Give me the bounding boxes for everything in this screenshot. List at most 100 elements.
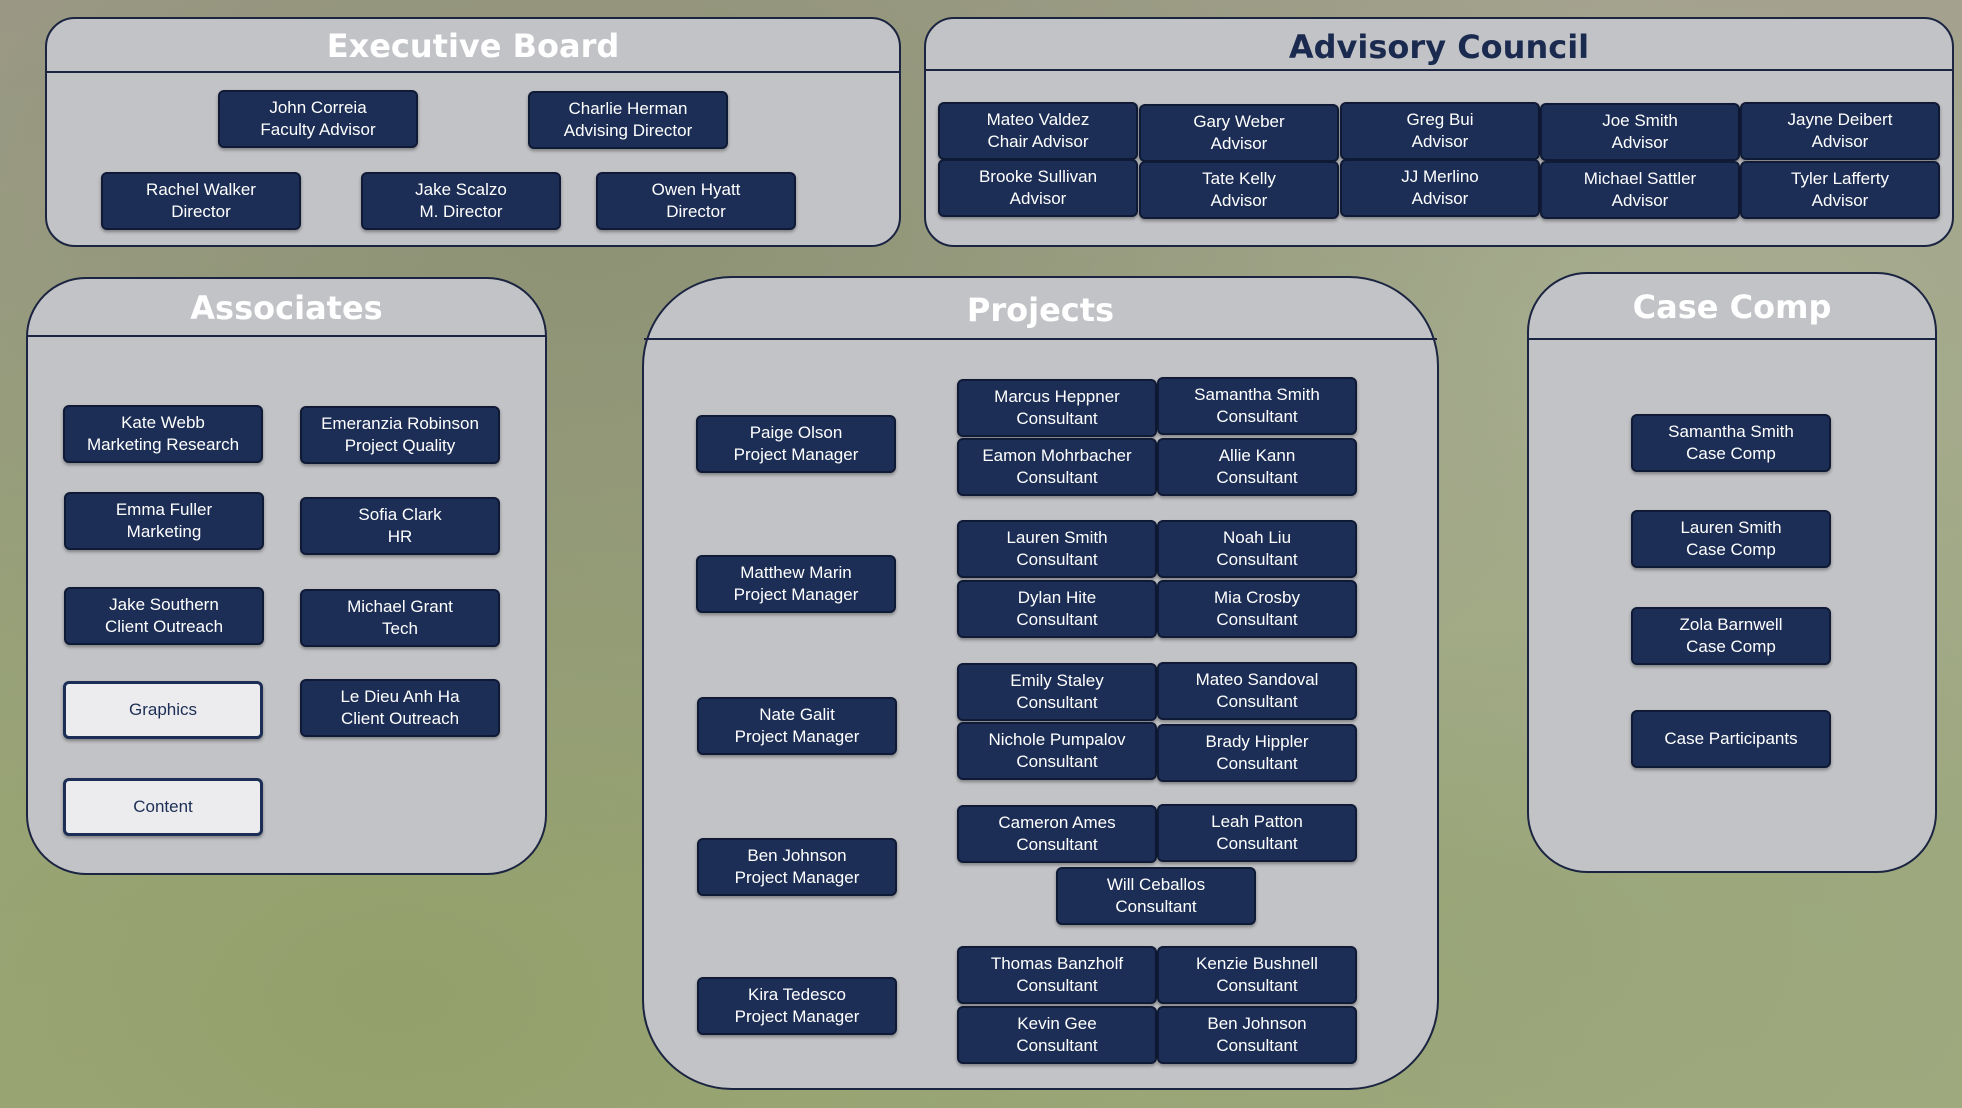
member-name: Will Ceballos <box>1106 875 1206 894</box>
member-name: Tyler Lafferty <box>1791 169 1889 188</box>
member-role: Project Manager <box>734 727 860 746</box>
member-role: Consultant <box>1016 693 1098 712</box>
member-name: Leah Patton <box>1211 812 1303 831</box>
member-card[interactable]: Greg Bui Advisor <box>1340 102 1540 160</box>
member-name: Paige Olson <box>749 423 843 442</box>
case-participants-card[interactable]: Case Participants <box>1631 710 1831 768</box>
member-role: Consultant <box>1216 976 1298 995</box>
consultant-card[interactable]: Cameron Ames Consultant <box>957 805 1157 863</box>
member-name: Samantha Smith <box>1194 385 1320 404</box>
member-name: Eamon Mohrbacher <box>982 446 1132 465</box>
member-card[interactable]: Rachel Walker Director <box>101 172 301 230</box>
member-card[interactable]: Samantha Smith Case Comp <box>1631 414 1831 472</box>
member-role: Client Outreach <box>340 709 460 728</box>
member-name: Nate Galit <box>759 705 835 724</box>
member-card[interactable]: Jayne Deibert Advisor <box>1740 102 1940 160</box>
member-name: Lauren Smith <box>1680 518 1782 537</box>
member-card[interactable]: Gary Weber Advisor <box>1139 104 1339 162</box>
member-card[interactable]: Zola Barnwell Case Comp <box>1631 607 1831 665</box>
member-name: Ben Johnson <box>747 846 847 865</box>
member-name: Joe Smith <box>1602 111 1678 130</box>
project-manager-card[interactable]: Kira Tedesco Project Manager <box>697 977 897 1035</box>
member-role: Director <box>171 202 231 221</box>
content-card[interactable]: Content <box>63 778 263 836</box>
member-card[interactable]: Jake Scalzo M. Director <box>361 172 561 230</box>
member-role: Consultant <box>1216 692 1298 711</box>
member-name: John Correia <box>269 98 367 117</box>
member-card[interactable]: Michael Grant Tech <box>300 589 500 647</box>
member-role: Project Manager <box>734 868 860 887</box>
member-card[interactable]: Emma Fuller Marketing <box>64 492 264 550</box>
case-comp-panel: Case Comp Samantha Smith Case Comp Laure… <box>1527 272 1937 873</box>
project-manager-card[interactable]: Nate Galit Project Manager <box>697 697 897 755</box>
member-card[interactable]: Tate Kelly Advisor <box>1139 161 1339 219</box>
member-name: Nichole Pumpalov <box>988 730 1126 749</box>
member-card[interactable]: JJ Merlino Advisor <box>1340 159 1540 217</box>
consultant-card[interactable]: Lauren Smith Consultant <box>957 520 1157 578</box>
member-card[interactable]: Mateo Valdez Chair Advisor <box>938 102 1138 160</box>
member-name: Kevin Gee <box>1017 1014 1097 1033</box>
consultant-card[interactable]: Leah Patton Consultant <box>1157 804 1357 862</box>
member-role: Consultant <box>1216 407 1298 426</box>
member-card[interactable]: Lauren Smith Case Comp <box>1631 510 1831 568</box>
consultant-card[interactable]: Brady Hippler Consultant <box>1157 724 1357 782</box>
consultant-card[interactable]: Eamon Mohrbacher Consultant <box>957 438 1157 496</box>
executive-board-title: Executive Board <box>47 19 899 73</box>
member-card[interactable]: Sofia Clark HR <box>300 497 500 555</box>
member-role: Advisor <box>1611 191 1669 210</box>
member-name: Emeranzia Robinson <box>321 414 479 433</box>
member-role: Consultant <box>1216 834 1298 853</box>
consultant-card[interactable]: Mateo Sandoval Consultant <box>1157 662 1357 720</box>
consultant-card[interactable]: Will Ceballos Consultant <box>1056 867 1256 925</box>
member-role: Case Comp <box>1686 540 1776 559</box>
consultant-card[interactable]: Noah Liu Consultant <box>1157 520 1357 578</box>
consultant-card[interactable]: Nichole Pumpalov Consultant <box>957 722 1157 780</box>
member-card[interactable]: Charlie Herman Advising Director <box>528 91 728 149</box>
consultant-card[interactable]: Thomas Banzholf Consultant <box>957 946 1157 1004</box>
graphics-card[interactable]: Graphics <box>63 681 263 739</box>
member-name: Jake Southern <box>109 595 219 614</box>
member-card[interactable]: John Correia Faculty Advisor <box>218 90 418 148</box>
project-manager-card[interactable]: Paige Olson Project Manager <box>696 415 896 473</box>
consultant-card[interactable]: Ben Johnson Consultant <box>1157 1006 1357 1064</box>
member-card[interactable]: Owen Hyatt Director <box>596 172 796 230</box>
member-name: Zola Barnwell <box>1679 615 1783 634</box>
consultant-card[interactable]: Kevin Gee Consultant <box>957 1006 1157 1064</box>
member-name: Mateo Sandoval <box>1195 670 1319 689</box>
consultant-card[interactable]: Emily Staley Consultant <box>957 663 1157 721</box>
consultant-card[interactable]: Dylan Hite Consultant <box>957 580 1157 638</box>
member-name: Thomas Banzholf <box>990 954 1124 973</box>
member-name: Marcus Heppner <box>994 387 1120 406</box>
consultant-card[interactable]: Mia Crosby Consultant <box>1157 580 1357 638</box>
member-card[interactable]: Tyler Lafferty Advisor <box>1740 161 1940 219</box>
member-name: Samantha Smith <box>1668 422 1794 441</box>
member-role: Consultant <box>1016 1036 1098 1055</box>
member-card[interactable]: Brooke Sullivan Advisor <box>938 159 1138 217</box>
member-card[interactable]: Michael Sattler Advisor <box>1540 161 1740 219</box>
case-comp-title: Case Comp <box>1529 274 1935 340</box>
member-role: Advisor <box>1811 132 1869 151</box>
project-manager-card[interactable]: Matthew Marin Project Manager <box>696 555 896 613</box>
member-card[interactable]: Jake Southern Client Outreach <box>64 587 264 645</box>
consultant-card[interactable]: Marcus Heppner Consultant <box>957 379 1157 437</box>
member-card[interactable]: Le Dieu Anh Ha Client Outreach <box>300 679 500 737</box>
member-card[interactable]: Kate Webb Marketing Research <box>63 405 263 463</box>
consultant-card[interactable]: Allie Kann Consultant <box>1157 438 1357 496</box>
member-name: Emily Staley <box>1010 671 1104 690</box>
projects-panel: Projects Paige Olson Project Manager Mat… <box>642 276 1439 1090</box>
member-role: Consultant <box>1216 754 1298 773</box>
member-name: Gary Weber <box>1193 112 1285 131</box>
member-name: Kate Webb <box>121 413 205 432</box>
project-manager-card[interactable]: Ben Johnson Project Manager <box>697 838 897 896</box>
member-card[interactable]: Joe Smith Advisor <box>1540 103 1740 161</box>
member-role: Project Manager <box>733 445 859 464</box>
member-name: Kira Tedesco <box>748 985 846 1004</box>
member-role: Advisor <box>1811 191 1869 210</box>
member-name: Dylan Hite <box>1017 588 1097 607</box>
member-role: Advisor <box>1210 134 1268 153</box>
consultant-card[interactable]: Kenzie Bushnell Consultant <box>1157 946 1357 1004</box>
member-name: Jayne Deibert <box>1787 110 1893 129</box>
consultant-card[interactable]: Samantha Smith Consultant <box>1157 377 1357 435</box>
member-role: Consultant <box>1016 752 1098 771</box>
member-card[interactable]: Emeranzia Robinson Project Quality <box>300 406 500 464</box>
